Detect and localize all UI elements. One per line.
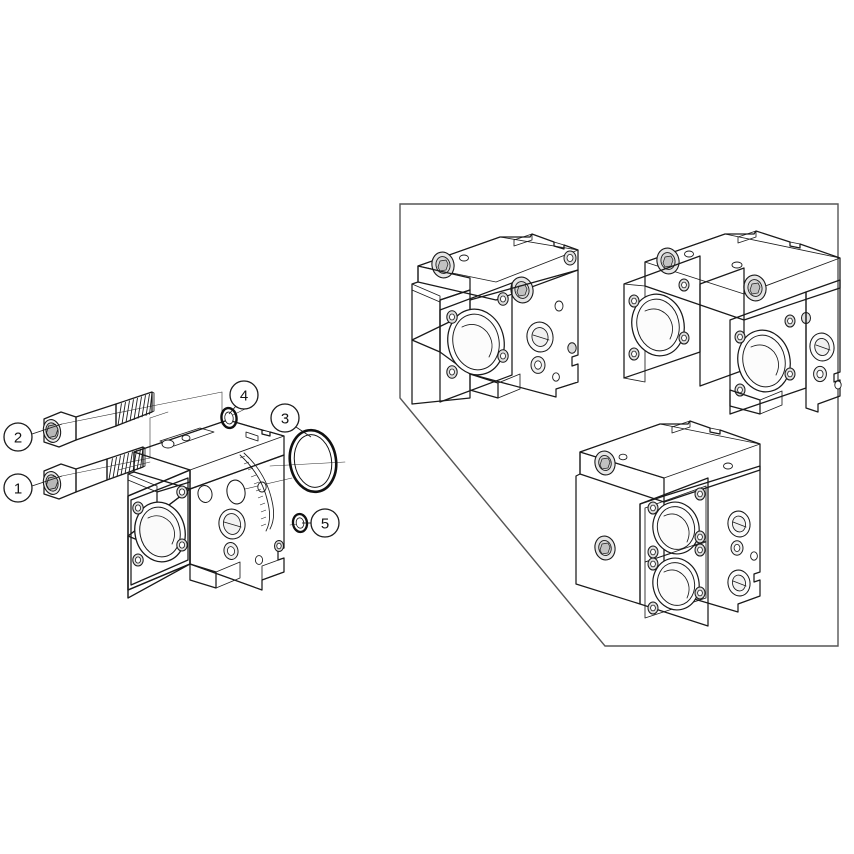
stacked-flange-bore-upper	[644, 485, 707, 563]
stacked-side-ports	[723, 462, 758, 597]
callout-balloon-2[interactable]: 2	[3, 422, 33, 452]
assembly-variants-callout-frame	[399, 203, 839, 647]
callout-balloon-5-label: 5	[321, 516, 329, 533]
valve-housing-block	[127, 419, 285, 599]
assembly-stacked-vertical	[575, 420, 761, 627]
callout-balloon-4-label: 4	[240, 388, 248, 405]
leader-3	[295, 426, 312, 438]
o-ring-small-lower	[291, 512, 309, 534]
tandem-side-ports	[809, 332, 842, 390]
single-flange-bolt-holes	[446, 292, 509, 379]
leader-2	[31, 423, 63, 435]
tandem-deck-bosses	[656, 247, 811, 324]
assembly-tandem-horizontal	[623, 230, 842, 415]
single-side-ports	[526, 300, 577, 382]
callout-balloon-3-label: 3	[281, 411, 289, 428]
leader-1	[31, 475, 63, 487]
leader-4	[228, 405, 237, 415]
stacked-flange-bore-lower	[644, 540, 707, 619]
callout-balloon-4[interactable]: 4	[229, 380, 259, 410]
callout-balloon-2-label: 2	[14, 430, 22, 447]
stacked-slab-bosses	[594, 450, 628, 561]
tandem-flange-bore-left	[628, 278, 690, 361]
tandem-flange-bore-right	[734, 314, 796, 397]
cap-screw-upper	[42, 391, 155, 448]
callout-balloon-1[interactable]: 1	[3, 473, 33, 503]
assembly-single-section	[411, 233, 579, 405]
callout-balloon-3[interactable]: 3	[270, 403, 300, 433]
o-ring-small-upper	[220, 406, 238, 430]
callout-balloon-5[interactable]: 5	[310, 508, 340, 538]
callout-leader-lines	[31, 405, 312, 524]
o-ring-large	[288, 428, 338, 494]
side-face-ports	[197, 479, 267, 565]
flange-bore-face	[130, 477, 189, 586]
o-ring-groove-hatching	[239, 452, 275, 532]
flange-bolt-holes	[132, 485, 188, 567]
callout-balloon-1-label: 1	[14, 481, 22, 498]
single-flange-bore	[446, 292, 509, 379]
